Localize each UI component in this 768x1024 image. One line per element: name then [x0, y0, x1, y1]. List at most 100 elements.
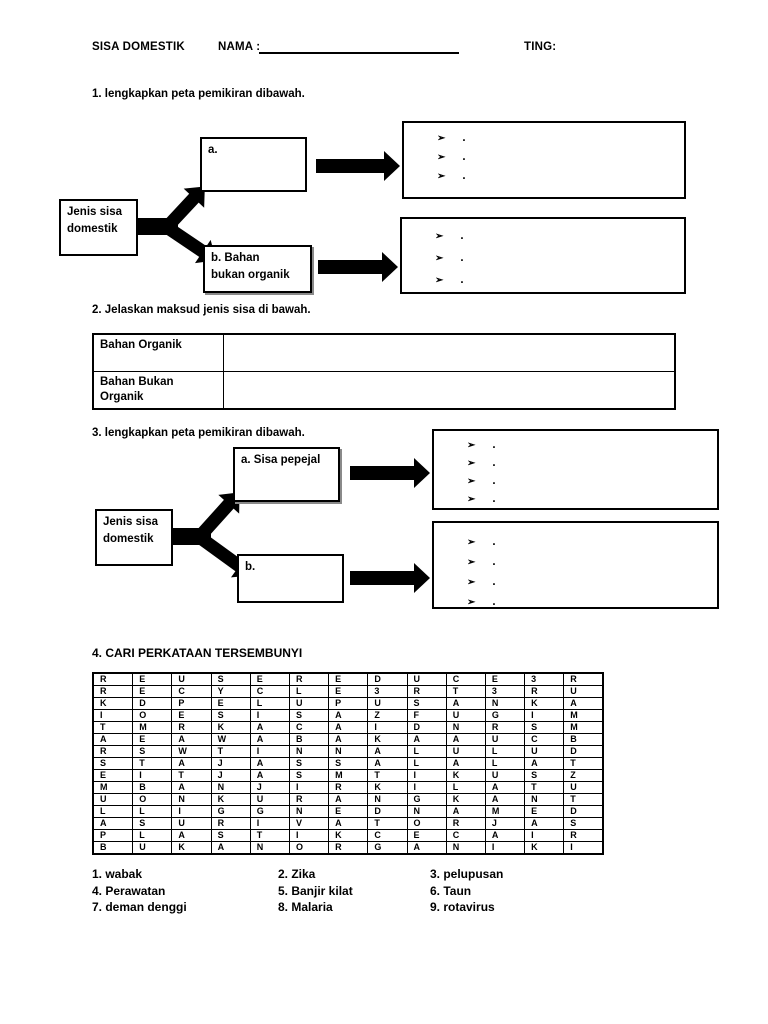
grid-cell: U [524, 745, 565, 758]
bullet-dot: . [492, 439, 496, 451]
grid-cell: D [563, 805, 604, 818]
table-row: Bahan Bukan Organik [92, 371, 676, 410]
q3-block-arrow-a [350, 458, 430, 488]
grid-cell: W [210, 733, 251, 746]
grid-cell: I [406, 781, 447, 794]
grid-cell: G [484, 709, 526, 722]
grid-cell: S [288, 709, 330, 722]
arrow-bullet-icon: ➢ [435, 253, 444, 264]
answer-item: 2. Zika [278, 867, 316, 881]
grid-cell: N [288, 805, 330, 818]
grid-cell: B [288, 733, 330, 746]
grid-cell: S [210, 672, 251, 686]
arrow-bullet-icon: ➢ [437, 171, 446, 182]
grid-cell: 3 [524, 672, 565, 686]
bullet-dot: . [462, 170, 466, 182]
grid-cell: L [406, 745, 447, 758]
grid-cell: A [563, 697, 604, 710]
grid-cell: I [563, 841, 604, 855]
bullet-row: ➢. [402, 268, 684, 290]
grid-cell: R [171, 721, 212, 734]
grid-cell: A [92, 733, 134, 746]
grid-cell: A [445, 757, 486, 770]
grid-cell: K [171, 841, 212, 855]
grid-cell: S [210, 709, 251, 722]
bullet-dot: . [492, 556, 496, 568]
grid-cell: G [406, 793, 447, 806]
grid-cell: R [406, 685, 447, 698]
bullet-dot: . [460, 230, 464, 242]
grid-cell: K [524, 841, 565, 855]
q1-branch-b-box: b. Bahan bukan organik [203, 245, 312, 293]
grid-cell: L [406, 757, 447, 770]
definition-cell [222, 333, 676, 372]
grid-cell: T [210, 745, 251, 758]
question1-label: 1. lengkapkan peta pemikiran dibawah. [92, 88, 305, 100]
grid-cell: U [445, 709, 486, 722]
definitions-table: Bahan Organik Bahan Bukan Organik [92, 333, 676, 410]
grid-cell: D [406, 721, 447, 734]
q3-branch-b-label: b. [245, 561, 256, 573]
grid-cell: M [132, 721, 173, 734]
bullet-row: ➢. [404, 146, 684, 165]
grid-cell: N [524, 793, 565, 806]
grid-cell: I [288, 781, 330, 794]
arrow-bullet-icon: ➢ [435, 231, 444, 242]
bullet-row: ➢. [404, 165, 684, 184]
grid-cell: K [367, 733, 408, 746]
grid-cell: S [524, 769, 565, 782]
name-blank-line [259, 52, 459, 54]
grid-cell: S [524, 721, 565, 734]
grid-cell: U [288, 697, 330, 710]
q3-root-line1: Jenis sisa [103, 516, 158, 528]
grid-cell: I [484, 841, 526, 855]
q1-root-line1: Jenis sisa [67, 206, 122, 218]
grid-cell: C [524, 733, 565, 746]
grid-cell: E [171, 709, 212, 722]
grid-cell: K [210, 721, 251, 734]
bullet-row: ➢. [434, 489, 717, 507]
grid-cell: C [367, 829, 408, 842]
grid-cell: K [445, 769, 486, 782]
grid-cell: G [367, 841, 408, 855]
grid-cell: E [328, 805, 369, 818]
grid-cell: L [132, 805, 173, 818]
grid-cell: F [406, 709, 447, 722]
bullet-row: ➢. [402, 246, 684, 268]
grid-cell: E [132, 685, 173, 698]
answer-item: 8. Malaria [278, 900, 333, 914]
grid-cell: I [249, 817, 290, 830]
grid-cell: A [328, 817, 369, 830]
grid-cell: M [328, 769, 369, 782]
bullet-row: ➢. [404, 127, 684, 146]
arrow-bullet-icon: ➢ [467, 440, 476, 451]
grid-cell: I [367, 721, 408, 734]
grid-cell: R [210, 817, 251, 830]
question3-label: 3. lengkapkan peta pemikiran dibawah. [92, 427, 305, 439]
grid-cell: N [445, 721, 486, 734]
grid-cell: A [406, 733, 447, 746]
bullet-row: ➢. [434, 435, 717, 453]
grid-cell: R [92, 685, 134, 698]
grid-cell: A [249, 769, 290, 782]
bullet-dot: . [492, 576, 496, 588]
grid-cell: L [484, 745, 526, 758]
ting-label: TING: [524, 41, 557, 53]
answer-item: 3. pelupusan [430, 867, 504, 881]
grid-cell: A [249, 757, 290, 770]
grid-cell: T [171, 769, 212, 782]
bullet-dot: . [462, 151, 466, 163]
bullet-row: ➢. [434, 551, 717, 571]
grid-cell: E [210, 697, 251, 710]
q1-branch-b-line1: b. Bahan [211, 252, 260, 264]
grid-cell: E [484, 672, 526, 686]
grid-cell: Z [367, 709, 408, 722]
grid-cell: S [563, 817, 604, 830]
